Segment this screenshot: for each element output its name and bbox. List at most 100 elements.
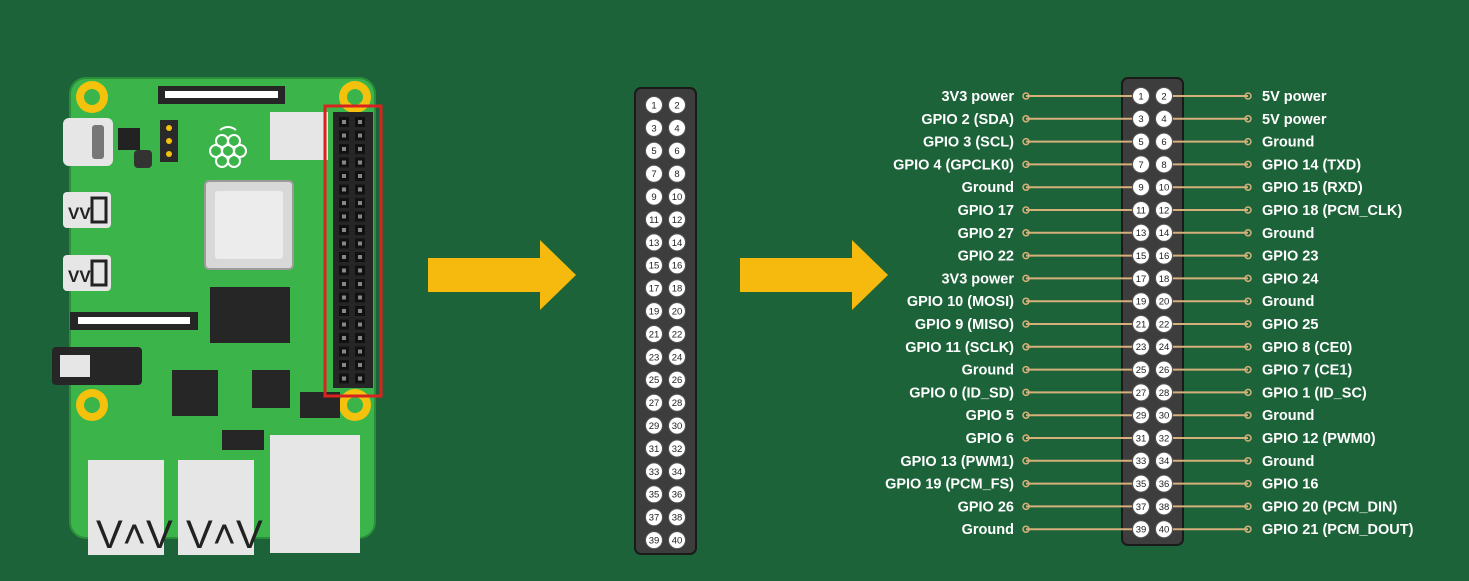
pin-number: 29: [1136, 411, 1147, 422]
pin-circle: [668, 233, 686, 252]
pin-circle: [645, 393, 663, 412]
pin-label-right: GPIO 24: [1262, 271, 1318, 287]
board-gpio-pin-tip: [342, 282, 346, 286]
pin-number: 19: [1136, 297, 1147, 308]
pin-circle: [645, 210, 663, 229]
pin-number: 2: [674, 100, 679, 111]
pin-circle: [668, 462, 686, 481]
pin-connector-end: [1022, 479, 1030, 488]
board-gpio-pin-tip: [358, 268, 362, 273]
pin-circle: [668, 347, 686, 366]
board-gpio-pin-tip: [358, 363, 362, 367]
pin-number: 37: [649, 513, 660, 524]
pin-number: 27: [649, 398, 660, 409]
mounting-hole-center: [84, 397, 100, 413]
pin-number: 25: [1136, 365, 1147, 376]
pin-connector-end: [1022, 92, 1030, 100]
pin-connector-end: [1244, 251, 1252, 260]
pin-circle: [668, 164, 686, 183]
display-connector-slot: [165, 91, 278, 98]
pin-number: 35: [1136, 479, 1147, 490]
ethernet-controller-chip: [252, 370, 290, 408]
board-gpio-pin-tip: [358, 349, 362, 354]
pin-number: 32: [672, 444, 683, 455]
pin-circle: [645, 118, 663, 137]
pin-circle: [668, 325, 686, 343]
pin-label-right: 5V power: [1262, 112, 1327, 128]
pin-circle: [668, 416, 686, 435]
pin-number: 30: [672, 421, 683, 432]
pin-circle: [1132, 520, 1150, 539]
pin-connector-end: [1244, 160, 1252, 169]
pin-connector-end: [1022, 502, 1030, 511]
pin-circle: [645, 347, 663, 366]
pin-label-right: GPIO 16: [1262, 477, 1318, 493]
pin-label-right: GPIO 14 (TXD): [1262, 157, 1361, 173]
pin-circle: [668, 393, 686, 412]
pin-connector-end: [1022, 206, 1030, 214]
pin-circle: [1132, 429, 1150, 447]
micro-hdmi-bracket: [90, 196, 108, 224]
board-gpio-pin-tip: [342, 201, 346, 205]
pin-connector-end: [1244, 343, 1252, 351]
pin-circle: [1132, 87, 1150, 105]
pin-number: 12: [672, 215, 683, 226]
pin-label-left: 3V3 power: [941, 89, 1014, 105]
board-gpio-pin-tip: [342, 309, 346, 313]
pin-number: 12: [1159, 205, 1170, 216]
board-gpio-pin-tip: [358, 282, 362, 286]
chip-small: [118, 128, 140, 150]
pin-connector-end: [1244, 457, 1252, 465]
pin-number: 8: [674, 169, 679, 180]
pin-number: 22: [1159, 319, 1170, 330]
board-gpio-pin-tip: [358, 376, 362, 381]
audio-jack-opening: [60, 355, 90, 377]
pin-number: 10: [1159, 183, 1170, 194]
pin-circle: [1132, 451, 1150, 470]
pin-number: 10: [672, 192, 683, 203]
pin-label-right: GPIO 1 (ID_SC): [1262, 385, 1367, 401]
micro-hdmi-label: VV: [68, 204, 91, 223]
usb-port: [88, 460, 164, 555]
board-gpio-pin-tip: [358, 295, 362, 300]
pin-connector-end: [1022, 525, 1030, 533]
pin-label-left: GPIO 2 (SDA): [921, 112, 1014, 128]
pin-circle: [645, 439, 663, 458]
pin-circle: [1132, 337, 1150, 356]
pin-connector-end: [1244, 229, 1252, 237]
pin-number: 13: [1136, 228, 1147, 239]
board-gpio-pin-tip: [358, 133, 362, 138]
board-gpio-pin-tip: [358, 214, 362, 219]
pin-number: 21: [1136, 319, 1147, 330]
pin-number: 39: [1136, 525, 1147, 536]
pin-circle: [1132, 132, 1150, 151]
pin-circle: [1132, 315, 1150, 333]
pin-circle: [1132, 497, 1150, 516]
pin-number: 6: [1161, 137, 1166, 148]
board-gpio-pin-tip: [342, 120, 346, 124]
usb-c-port-inner: [92, 125, 104, 159]
board-gpio-pin-tip: [342, 322, 346, 327]
pin-connector-end: [1244, 206, 1252, 214]
pin-number: 5: [1138, 137, 1143, 148]
board-gpio-pin-tip: [342, 133, 346, 138]
pin-connector-end: [1244, 92, 1252, 100]
pin-circle: [1155, 497, 1173, 516]
pin-circle: [645, 462, 663, 481]
pin-circle: [668, 96, 686, 114]
board-gpio-header: [333, 112, 373, 388]
pin-number: 9: [651, 192, 656, 203]
pin-circle: [668, 531, 686, 550]
pin-label-left: GPIO 11 (SCLK): [905, 340, 1014, 356]
pin-connector-end: [1022, 183, 1030, 191]
pin-circle: [645, 233, 663, 252]
pin-number: 30: [1159, 411, 1170, 422]
ram-chip: [210, 287, 290, 343]
board-gpio-pin-tip: [342, 174, 346, 178]
pin-number: 1: [651, 100, 656, 111]
pin-number: 4: [674, 123, 679, 134]
board-gpio-pin-tip: [358, 255, 362, 259]
board-gpio-pin-tip: [342, 241, 346, 246]
pin-number: 24: [1159, 342, 1170, 353]
pin-circle: [668, 439, 686, 458]
